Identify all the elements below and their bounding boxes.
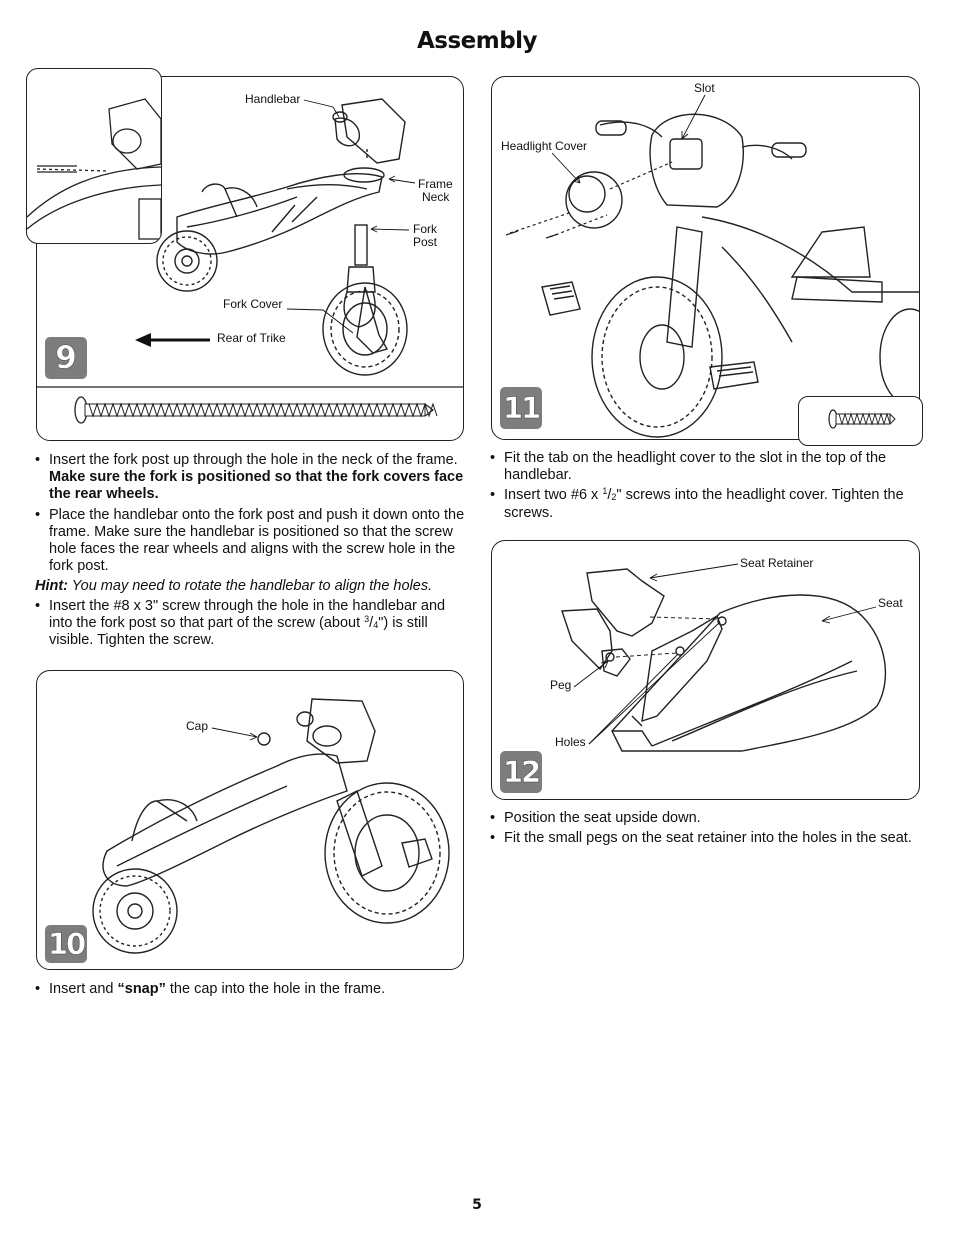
holes-label: Holes (555, 735, 586, 749)
step-11-illustration: Slot Headlight Cover 11 (491, 76, 920, 440)
seat-label: Seat (878, 596, 903, 610)
short-screw-icon (828, 409, 896, 429)
step-number-11: 11 (500, 387, 542, 429)
step-9-hint: Hint: You may need to rotate the handleb… (35, 578, 433, 594)
inset-drawing (27, 98, 161, 240)
long-screw-icon (74, 396, 438, 424)
frame-label: Frame (418, 177, 453, 191)
step-9-bullet-1: Insert the fork post up through the hole… (35, 452, 465, 504)
step-11-drawing (505, 94, 919, 438)
step-10-bullet-1: Insert and “snap” the cap into the hole … (35, 981, 465, 998)
slot-label: Slot (694, 81, 715, 95)
step-11-screw-inset (798, 396, 923, 446)
handlebar-drawing (332, 98, 406, 164)
headlight-cover-label: Headlight Cover (501, 139, 588, 153)
seat-retainer-label: Seat Retainer (740, 556, 814, 570)
step-10-instructions: Insert and “snap” the cap into the hole … (35, 981, 465, 1001)
rear-arrow-icon (135, 333, 210, 347)
step-10-drawing (92, 698, 450, 954)
step-number-10: 10 (45, 925, 87, 963)
fork-cover-label: Fork Cover (223, 297, 283, 311)
step-9-bullet-3: Insert the #8 x 3" screw through the hol… (35, 598, 465, 650)
seat-retainer-drawing (561, 568, 665, 677)
fork-label: Fork (413, 222, 437, 236)
rear-wheel-drawing (156, 230, 218, 292)
trike-frame-drawing (176, 167, 385, 255)
step-number-12: 12 (500, 751, 542, 793)
step-11-bullet-2: Insert two #6 x 1/2" screws into the hea… (490, 487, 920, 521)
step-12-bullet-1: Position the seat upside down. (490, 810, 920, 827)
front-wheel-drawing (322, 282, 408, 376)
small-screws-icon (505, 161, 673, 239)
handlebar-label: Handlebar (245, 92, 301, 106)
trike-drawing (92, 698, 450, 954)
step-9-instructions-2: Insert the #8 x 3" screw through the hol… (35, 598, 465, 653)
step-9-inset-detail (26, 68, 162, 244)
step-12-drawing (561, 563, 887, 752)
step-12-instructions: Position the seat upside down. Fit the s… (490, 810, 920, 850)
step-11-instructions: Fit the tab on the headlight cover to th… (490, 450, 920, 525)
step-9-drawing (37, 98, 463, 424)
post-label: Post (413, 235, 438, 249)
step-9-bullet-2: Place the handlebar onto the fork post a… (35, 507, 465, 576)
page-number: 5 (472, 1197, 482, 1213)
peg-label: Peg (550, 678, 572, 692)
step-12-illustration: Seat Retainer Seat Peg Holes 12 (491, 540, 920, 800)
seat-drawing (611, 594, 887, 752)
step-10-illustration: Cap 10 (36, 670, 464, 970)
step-11-bullet-1: Fit the tab on the headlight cover to th… (490, 450, 920, 484)
step-number-9: 9 (45, 337, 87, 379)
page-title: Assembly (416, 28, 538, 54)
neck-label: Neck (422, 190, 450, 204)
rear-of-trike-label: Rear of Trike (217, 331, 286, 345)
step-12-bullet-2: Fit the small pegs on the seat retainer … (490, 830, 920, 847)
trike-front-drawing (541, 113, 919, 438)
cap-label: Cap (186, 719, 209, 733)
step-9-instructions: Insert the fork post up through the hole… (35, 452, 465, 578)
